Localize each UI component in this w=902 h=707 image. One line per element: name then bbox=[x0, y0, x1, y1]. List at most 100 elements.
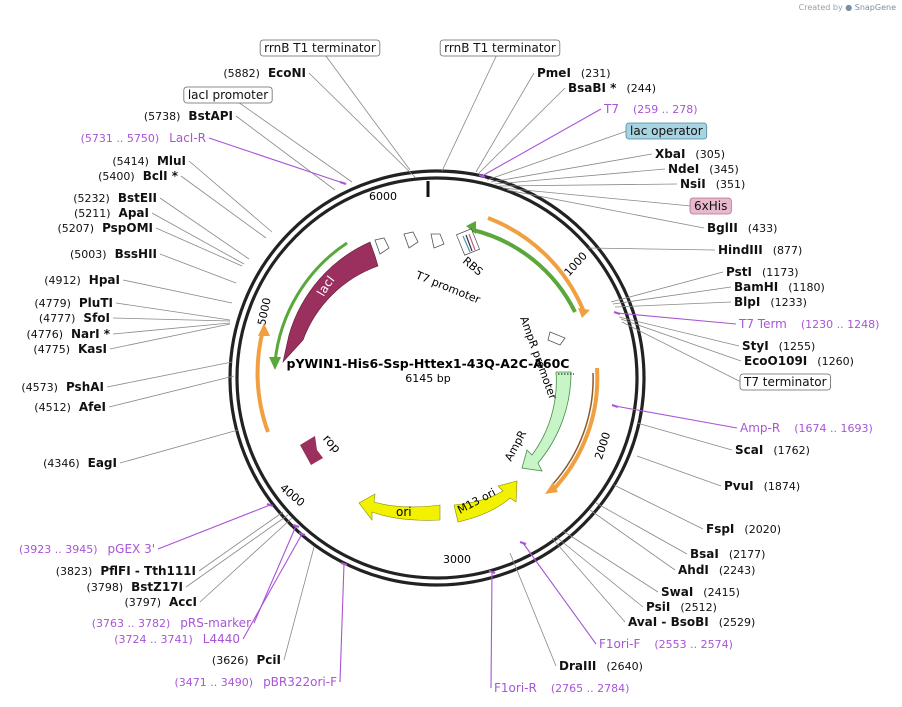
pcii-label[interactable]: PciI(3626) bbox=[212, 653, 281, 667]
econi-leader-line bbox=[308, 72, 417, 179]
pflfi-label[interactable]: PflFI - Tth111I(3823) bbox=[56, 564, 196, 578]
bstz17i-leader-line bbox=[185, 514, 289, 588]
hindiii-label[interactable]: HindIII(877) bbox=[718, 243, 802, 257]
pmeI-label[interactable]: PmeI(231) bbox=[537, 66, 611, 80]
bstapi-label[interactable]: BstAPI(5738) bbox=[144, 109, 233, 123]
rrnb1-name: rrnB T1 terminator bbox=[264, 41, 376, 55]
pgex3-position: (3923 .. 3945) bbox=[19, 543, 98, 556]
lacir-leader-line bbox=[208, 137, 344, 184]
draiii-name: DraIII bbox=[559, 659, 596, 673]
pluti-name: PluTI bbox=[79, 296, 113, 310]
bcli-label[interactable]: BclI *(5400) bbox=[98, 169, 179, 183]
bsteii-label[interactable]: BstEII(5232) bbox=[73, 191, 157, 205]
apai-label[interactable]: ApaI(5211) bbox=[74, 206, 149, 220]
ampr_primer-label[interactable]: Amp-R(1674 .. 1693) bbox=[740, 421, 873, 435]
afei-label[interactable]: AfeI(4512) bbox=[34, 400, 106, 414]
scai-leader-line bbox=[636, 422, 733, 451]
avai-label[interactable]: AvaI - BsoBI(2529) bbox=[628, 615, 755, 629]
bstz17i-label[interactable]: BstZ17I(3798) bbox=[87, 580, 183, 594]
nsii-position: (351) bbox=[716, 178, 746, 191]
eagi-name: EagI bbox=[88, 456, 117, 470]
lacir-position: (5731 .. 5750) bbox=[81, 132, 160, 145]
lacI-feature[interactable] bbox=[282, 241, 379, 364]
pshai-label[interactable]: PshAI(4573) bbox=[21, 380, 104, 394]
nari-position: (4776) bbox=[26, 328, 63, 341]
draiii-label[interactable]: DraIII(2640) bbox=[559, 659, 643, 673]
lacop-label[interactable]: lac operator bbox=[625, 122, 708, 140]
ampR-feature[interactable] bbox=[521, 371, 572, 472]
acci-label[interactable]: AccI(3797) bbox=[124, 595, 197, 609]
blpi-label[interactable]: BlpI(1233) bbox=[734, 295, 807, 309]
f1orir-leader-line bbox=[490, 571, 493, 689]
sfoi-label[interactable]: SfoI(4777) bbox=[39, 311, 110, 325]
pluti-label[interactable]: PluTI(4779) bbox=[34, 296, 113, 310]
hpai-label[interactable]: HpaI(4912) bbox=[44, 273, 120, 287]
econi-position: (5882) bbox=[223, 67, 260, 80]
m13-ori-feature[interactable] bbox=[453, 480, 518, 523]
bstapi-leader-line bbox=[235, 115, 336, 191]
sfoi-position: (4777) bbox=[39, 312, 76, 325]
bamhi-label[interactable]: BamHI(1180) bbox=[734, 280, 825, 294]
bglii-position: (433) bbox=[748, 222, 778, 235]
eco0109i-label[interactable]: EcoO109I(1260) bbox=[744, 354, 854, 368]
nari-label[interactable]: NarI *(4776) bbox=[26, 327, 110, 341]
his-label[interactable]: 6xHis bbox=[689, 197, 732, 215]
bstz17i-position: (3798) bbox=[87, 581, 124, 594]
fspi-label[interactable]: FspI (2020) bbox=[706, 522, 781, 536]
lacip-label[interactable]: lacI promoter bbox=[183, 86, 273, 104]
pspomi-label[interactable]: PspOMI(5207) bbox=[57, 221, 153, 235]
bsshii-label[interactable]: BssHII(5003) bbox=[70, 247, 157, 261]
lacir-label[interactable]: LacI-R(5731 .. 5750) bbox=[81, 131, 206, 145]
t7-label[interactable]: T7(259 .. 278) bbox=[603, 102, 698, 116]
fspi-name: FspI bbox=[706, 522, 734, 536]
f1orir-label[interactable]: F1ori-R(2765 .. 2784) bbox=[494, 681, 629, 695]
rrnb2-label[interactable]: rrnB T1 terminator bbox=[439, 39, 561, 57]
ndei-label[interactable]: NdeI(345) bbox=[668, 162, 739, 176]
bglii-label[interactable]: BglII(433) bbox=[707, 221, 777, 235]
fspi-position: (2020) bbox=[744, 523, 781, 536]
styi-label[interactable]: StyI(1255) bbox=[742, 339, 815, 353]
promoter-arrow-2 bbox=[403, 231, 419, 249]
pbr322-label[interactable]: pBR322ori-F(3471 .. 3490) bbox=[175, 675, 338, 689]
bsabi-label[interactable]: BsaBI *(244) bbox=[568, 81, 656, 95]
xbai-label[interactable]: XbaI(305) bbox=[655, 147, 725, 161]
psii-position: (2512) bbox=[680, 601, 717, 614]
f1orir-site-mark bbox=[488, 569, 496, 575]
nsii-label[interactable]: NsiI(351) bbox=[680, 177, 745, 191]
l4440-label[interactable]: L4440(3724 .. 3741) bbox=[114, 632, 240, 646]
pvui-position: (1874) bbox=[764, 480, 801, 493]
t7terminator-label[interactable]: T7 terminator bbox=[739, 373, 831, 391]
eagi-label[interactable]: EagI(4346) bbox=[43, 456, 117, 470]
l4440-position: (3724 .. 3741) bbox=[114, 633, 193, 646]
t7term-label[interactable]: T7 Term(1230 .. 1248) bbox=[738, 317, 879, 331]
kasi-label[interactable]: KasI(4775) bbox=[33, 342, 107, 356]
ori-feature[interactable] bbox=[358, 493, 441, 521]
pbr322-leader-line bbox=[339, 563, 345, 683]
rrnb2-name: rrnB T1 terminator bbox=[444, 41, 556, 55]
pluti-leader-line bbox=[115, 302, 231, 321]
econi-label[interactable]: EcoNI(5882) bbox=[223, 66, 306, 80]
pbr322-site-mark bbox=[340, 561, 348, 567]
psti-label[interactable]: PstI(1173) bbox=[726, 265, 799, 279]
ahdi-label[interactable]: AhdI(2243) bbox=[678, 563, 755, 577]
rop-feature[interactable] bbox=[300, 436, 323, 465]
scai-label[interactable]: ScaI(1762) bbox=[735, 443, 810, 457]
mlui-label[interactable]: MluI(5414) bbox=[112, 154, 186, 168]
kasi-leader-line bbox=[109, 323, 231, 350]
t7terminator-box bbox=[739, 373, 831, 391]
site-labels: PmeI(231)BsaBI *(244) T7(259 .. 278) lac o… bbox=[19, 39, 879, 695]
rrnb1-label[interactable]: rrnB T1 terminator bbox=[259, 39, 381, 57]
orange-arc-right bbox=[487, 216, 586, 313]
pvui-label[interactable]: PvuI(1874) bbox=[724, 479, 800, 493]
f1orif-label[interactable]: F1ori-F(2553 .. 2574) bbox=[599, 637, 733, 651]
pspomi-name: PspOMI bbox=[102, 221, 153, 235]
pgex3-label[interactable]: pGEX 3'(3923 .. 3945) bbox=[19, 542, 155, 556]
prsmarker-label[interactable]: pRS-marker(3763 .. 3782) bbox=[92, 616, 251, 630]
swai-label[interactable]: SwaI(2415) bbox=[661, 585, 740, 599]
rrnb1-box bbox=[259, 39, 381, 57]
psii-label[interactable]: PsiI(2512) bbox=[646, 600, 717, 614]
bsai-label[interactable]: BsaI(2177) bbox=[690, 547, 765, 561]
pvui-leader-line bbox=[636, 455, 722, 487]
swai-leader-line bbox=[562, 530, 659, 593]
snapgene-credit: Created by ● SnapGene bbox=[799, 3, 896, 12]
